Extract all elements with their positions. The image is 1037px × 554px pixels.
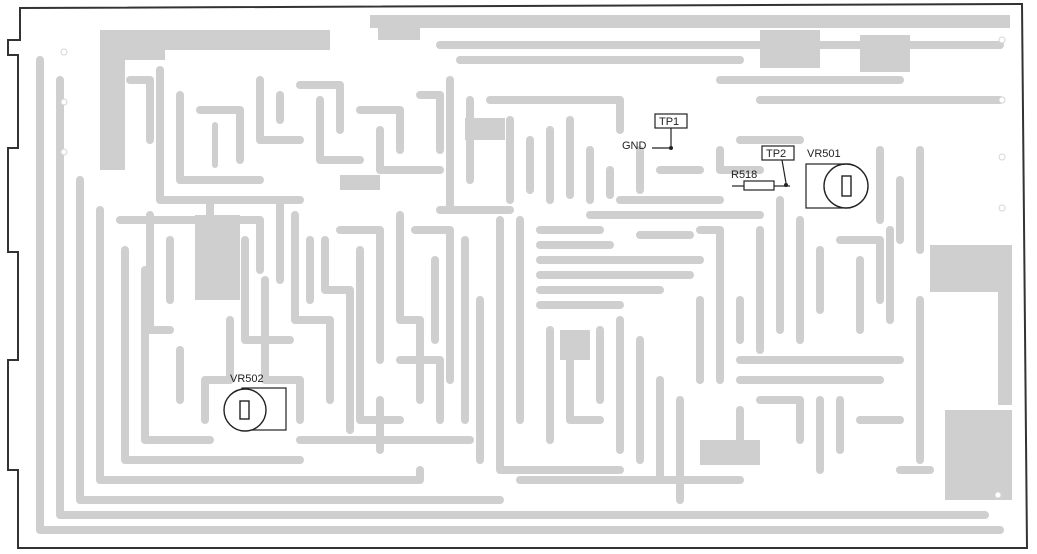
mounting-holes bbox=[60, 36, 1006, 499]
tp1-label: TP1 bbox=[659, 116, 679, 128]
copper-areas bbox=[100, 15, 1012, 500]
test-point-tp2: TP2 bbox=[761, 145, 795, 187]
r518-label: R518 bbox=[731, 169, 757, 181]
trimmer-vr502: VR502 bbox=[223, 373, 287, 432]
traces-left bbox=[36, 56, 1004, 534]
resistor-r518: R518 bbox=[731, 169, 790, 191]
vr501-label: VR501 bbox=[807, 148, 841, 160]
tp2-label: TP2 bbox=[766, 148, 786, 160]
traces-center bbox=[436, 41, 1004, 504]
vr502-label: VR502 bbox=[230, 373, 264, 385]
trimmer-vr501: VR501 bbox=[805, 148, 869, 209]
test-point-tp1: TP1 GND bbox=[622, 113, 688, 152]
traces-right bbox=[696, 76, 1004, 474]
gnd-label: GND bbox=[622, 140, 647, 152]
